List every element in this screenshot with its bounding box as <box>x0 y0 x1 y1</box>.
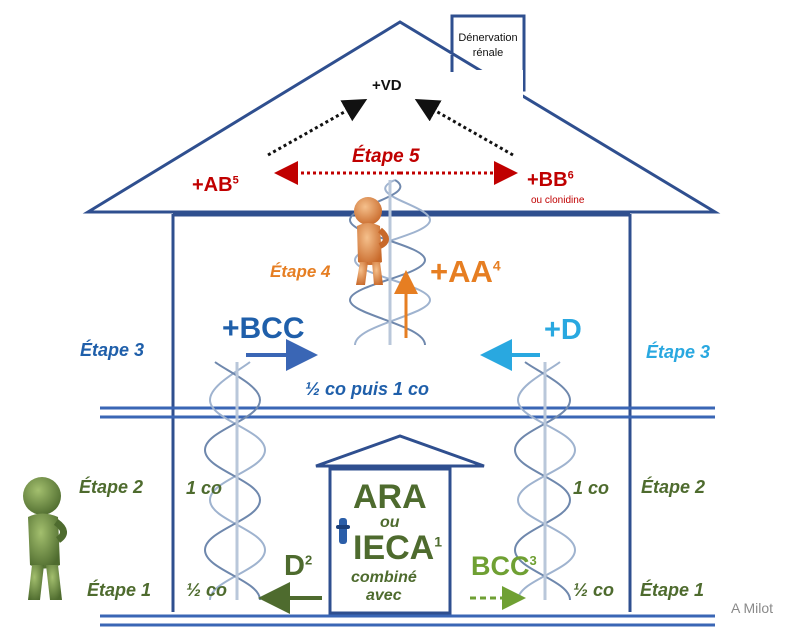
ground-line <box>100 614 715 627</box>
etape3-right-label: Étape 3 <box>646 342 711 362</box>
d2-text: D <box>284 550 305 582</box>
etape1-left-label: Étape 1 <box>87 580 152 600</box>
green-figure-icon <box>23 477 67 600</box>
ab-sup: 5 <box>232 174 239 187</box>
dose-half-then-one: ½ co puis 1 co <box>305 379 430 399</box>
ieca-label: IECA1 <box>353 529 442 568</box>
etape4-label: Étape 4 <box>270 262 331 281</box>
bcc3-sup: 3 <box>529 553 537 568</box>
bb-note: ou clonidine <box>531 195 585 206</box>
ara-label: ARA <box>353 478 427 516</box>
orange-figure-icon <box>354 197 389 285</box>
spiral-staircase-left <box>203 361 267 601</box>
dose-half-right: ½ co <box>573 580 615 600</box>
dose-1co-right: 1 co <box>573 478 610 498</box>
d2-label: D2 <box>284 550 312 583</box>
roof <box>82 20 721 214</box>
aa-sup: 4 <box>492 257 501 274</box>
etape1-right-label: Étape 1 <box>640 580 705 600</box>
vd-label: +VD <box>372 77 402 94</box>
ieca-text: IECA <box>353 529 435 567</box>
d2-sup: 2 <box>304 552 313 568</box>
ou-label: ou <box>380 514 400 531</box>
etape5-label: Étape 5 <box>352 146 420 167</box>
dose-half-left: ½ co <box>186 580 228 600</box>
bb-text: +BB <box>527 169 568 191</box>
chimney-text-2: rénale <box>472 47 504 59</box>
house-walls <box>171 213 632 612</box>
bcc3-text: BCC <box>471 551 530 581</box>
ab-label: +AB5 <box>192 174 239 197</box>
chimney-text-1: Dénervation <box>458 32 518 44</box>
credit-label: A Milot <box>731 600 774 616</box>
etape3-left-label: Étape 3 <box>80 340 145 360</box>
ieca-sup: 1 <box>434 533 443 550</box>
door-handle-icon <box>336 518 350 544</box>
etape2-left-label: Étape 2 <box>79 477 144 497</box>
spiral-staircase-right <box>513 361 577 601</box>
aa-text: +AA <box>430 254 493 289</box>
d-label: +D <box>544 314 582 346</box>
door <box>315 434 485 615</box>
chimney-label: Dénervation rénale <box>455 31 521 61</box>
dose-1co-left: 1 co <box>186 478 223 498</box>
bcc3-label: BCC3 <box>471 551 537 582</box>
bb-label: +BB6 <box>527 169 574 192</box>
upper-floor-slab <box>100 406 715 419</box>
bb-sup: 6 <box>567 169 574 182</box>
etape2-right-label: Étape 2 <box>641 477 706 497</box>
bcc-label: +BCC <box>222 312 305 345</box>
ab-text: +AB <box>192 174 233 196</box>
avec-label: avec <box>366 587 402 604</box>
combine-label: combiné <box>351 569 417 586</box>
aa-label: +AA4 <box>430 254 501 290</box>
